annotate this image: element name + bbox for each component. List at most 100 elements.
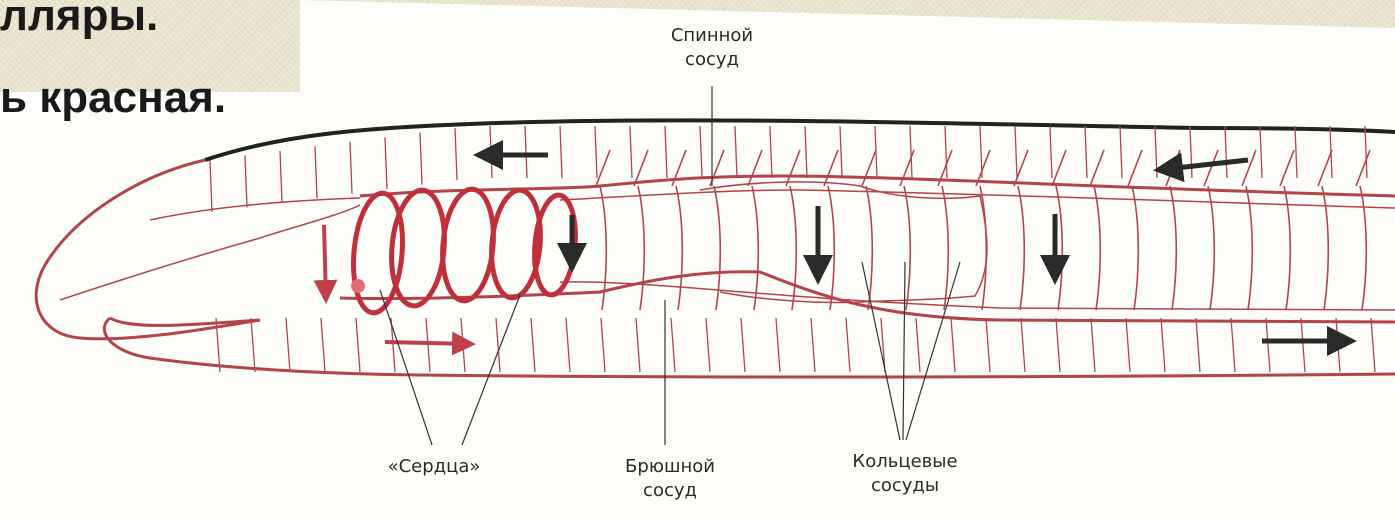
segment-line-bottom <box>706 318 710 372</box>
dorsal-branch <box>1090 150 1104 186</box>
arrow-red-down <box>324 225 326 300</box>
segment-line-top <box>700 126 702 178</box>
body-head-outline <box>36 160 260 339</box>
segment-line-top <box>1015 126 1017 178</box>
hearts-label: «Сердца» <box>378 455 490 479</box>
segment-line-bottom <box>1196 318 1200 372</box>
dorsal-branch <box>1242 150 1256 186</box>
dorsal-branch <box>1204 150 1218 186</box>
segment-line-bottom <box>916 318 920 372</box>
ring-vessel <box>752 186 758 310</box>
segment-line-bottom <box>1336 318 1340 372</box>
ring-vessel <box>790 186 796 310</box>
segment-line-bottom <box>776 318 780 372</box>
segment-line-bottom <box>986 318 990 372</box>
ring-vessel <box>1322 186 1328 310</box>
segment-line-bottom <box>1161 318 1165 372</box>
dorsal-branch <box>1128 150 1142 186</box>
arrow-dorsal-right <box>1158 160 1248 170</box>
segment-line-bottom <box>951 318 955 372</box>
ring-vessel <box>1246 186 1252 310</box>
ring-vessel <box>1208 186 1214 310</box>
segment-line-bottom <box>566 318 570 372</box>
dorsal-branch <box>862 150 876 186</box>
body-ventral-outline <box>104 318 1395 377</box>
segment-line-top <box>490 126 492 178</box>
segment-line-top <box>455 128 457 180</box>
segment-line-top <box>910 126 912 178</box>
segment-line-bottom <box>1091 318 1095 372</box>
segment-line-bottom <box>531 318 535 372</box>
ring-vessel <box>638 186 644 310</box>
segment-line-bottom <box>1056 318 1060 372</box>
dorsal-vessel-label: Спинной сосуд <box>650 24 774 72</box>
ring-vessel <box>1360 186 1366 310</box>
segment-line-top <box>805 126 807 178</box>
segment-line-bottom <box>1371 318 1375 372</box>
segment-line-bottom <box>811 318 815 372</box>
segment-line-top <box>350 142 352 194</box>
segment-line-bottom <box>356 318 360 372</box>
ring-vessel <box>714 186 720 310</box>
ring-vessel <box>676 186 682 310</box>
segment-line-bottom <box>1126 318 1130 372</box>
segment-line-top <box>420 133 422 185</box>
segment-line-top <box>840 126 842 178</box>
ring-vessel <box>828 186 834 310</box>
segment-line-bottom <box>496 318 500 372</box>
heart-3 <box>438 187 498 303</box>
segment-line-top <box>1155 126 1157 178</box>
ring-vessel <box>1170 186 1176 310</box>
segment-line-top <box>1295 126 1297 178</box>
dorsal-branch <box>1280 150 1294 186</box>
segment-line-top <box>735 126 737 178</box>
dorsal-branch <box>748 150 762 186</box>
segment-line-top <box>280 151 282 203</box>
ventral-vessel-label-line-2: сосуд <box>600 479 740 503</box>
segment-line-bottom <box>286 318 290 372</box>
segment-line-top <box>245 155 247 207</box>
dorsal-branch <box>596 150 610 186</box>
segment-line-top <box>1050 126 1052 178</box>
segment-line-top <box>315 146 317 198</box>
ventral-vessel-label-line-1: Брюшной <box>600 455 740 479</box>
ventral-vessel <box>340 272 1395 322</box>
segment-line-bottom <box>601 318 605 372</box>
ring-vessel <box>1132 186 1138 310</box>
segment-line-bottom <box>881 318 885 372</box>
ring-vessel <box>980 186 986 310</box>
ventral-vessel-inner <box>560 282 1395 310</box>
ring-vessel <box>866 186 872 310</box>
segment-line-top <box>525 126 527 178</box>
segment-line-top <box>560 126 562 178</box>
segment-line-top <box>630 126 632 178</box>
ring-vessel <box>942 186 948 310</box>
segment-line-bottom <box>741 318 745 372</box>
segment-line-top <box>1260 126 1262 178</box>
segment-line-bottom <box>846 318 850 372</box>
segment-line-top <box>210 160 212 212</box>
dorsal-branch <box>824 150 838 186</box>
segment-line-top <box>665 126 667 178</box>
segment-line-bottom <box>671 318 675 372</box>
ring-vessel <box>1018 186 1024 310</box>
ring-vessels-label-line-2: сосуды <box>820 474 990 498</box>
segment-line-top <box>770 126 772 178</box>
leader-lines <box>380 86 960 445</box>
segment-line-bottom <box>1231 318 1235 372</box>
inner-body-line <box>60 205 360 300</box>
segment-line-bottom <box>251 318 255 372</box>
dorsal-vessel-label-line-2: сосуд <box>650 48 774 72</box>
segment-line-top <box>1190 126 1192 178</box>
dorsal-branch <box>1052 150 1066 186</box>
dorsal-branch <box>1318 150 1332 186</box>
segment-line-bottom <box>1301 318 1305 372</box>
segment-line-bottom <box>321 318 325 372</box>
ring-vessels-label-line-1: Кольцевые <box>820 450 990 474</box>
segment-line-bottom <box>636 318 640 372</box>
dorsal-branch <box>1356 150 1370 186</box>
dorsal-branch <box>786 150 800 186</box>
segment-line-top <box>1225 126 1227 178</box>
gut-outline <box>700 182 987 303</box>
ring-vessel <box>1094 186 1100 310</box>
